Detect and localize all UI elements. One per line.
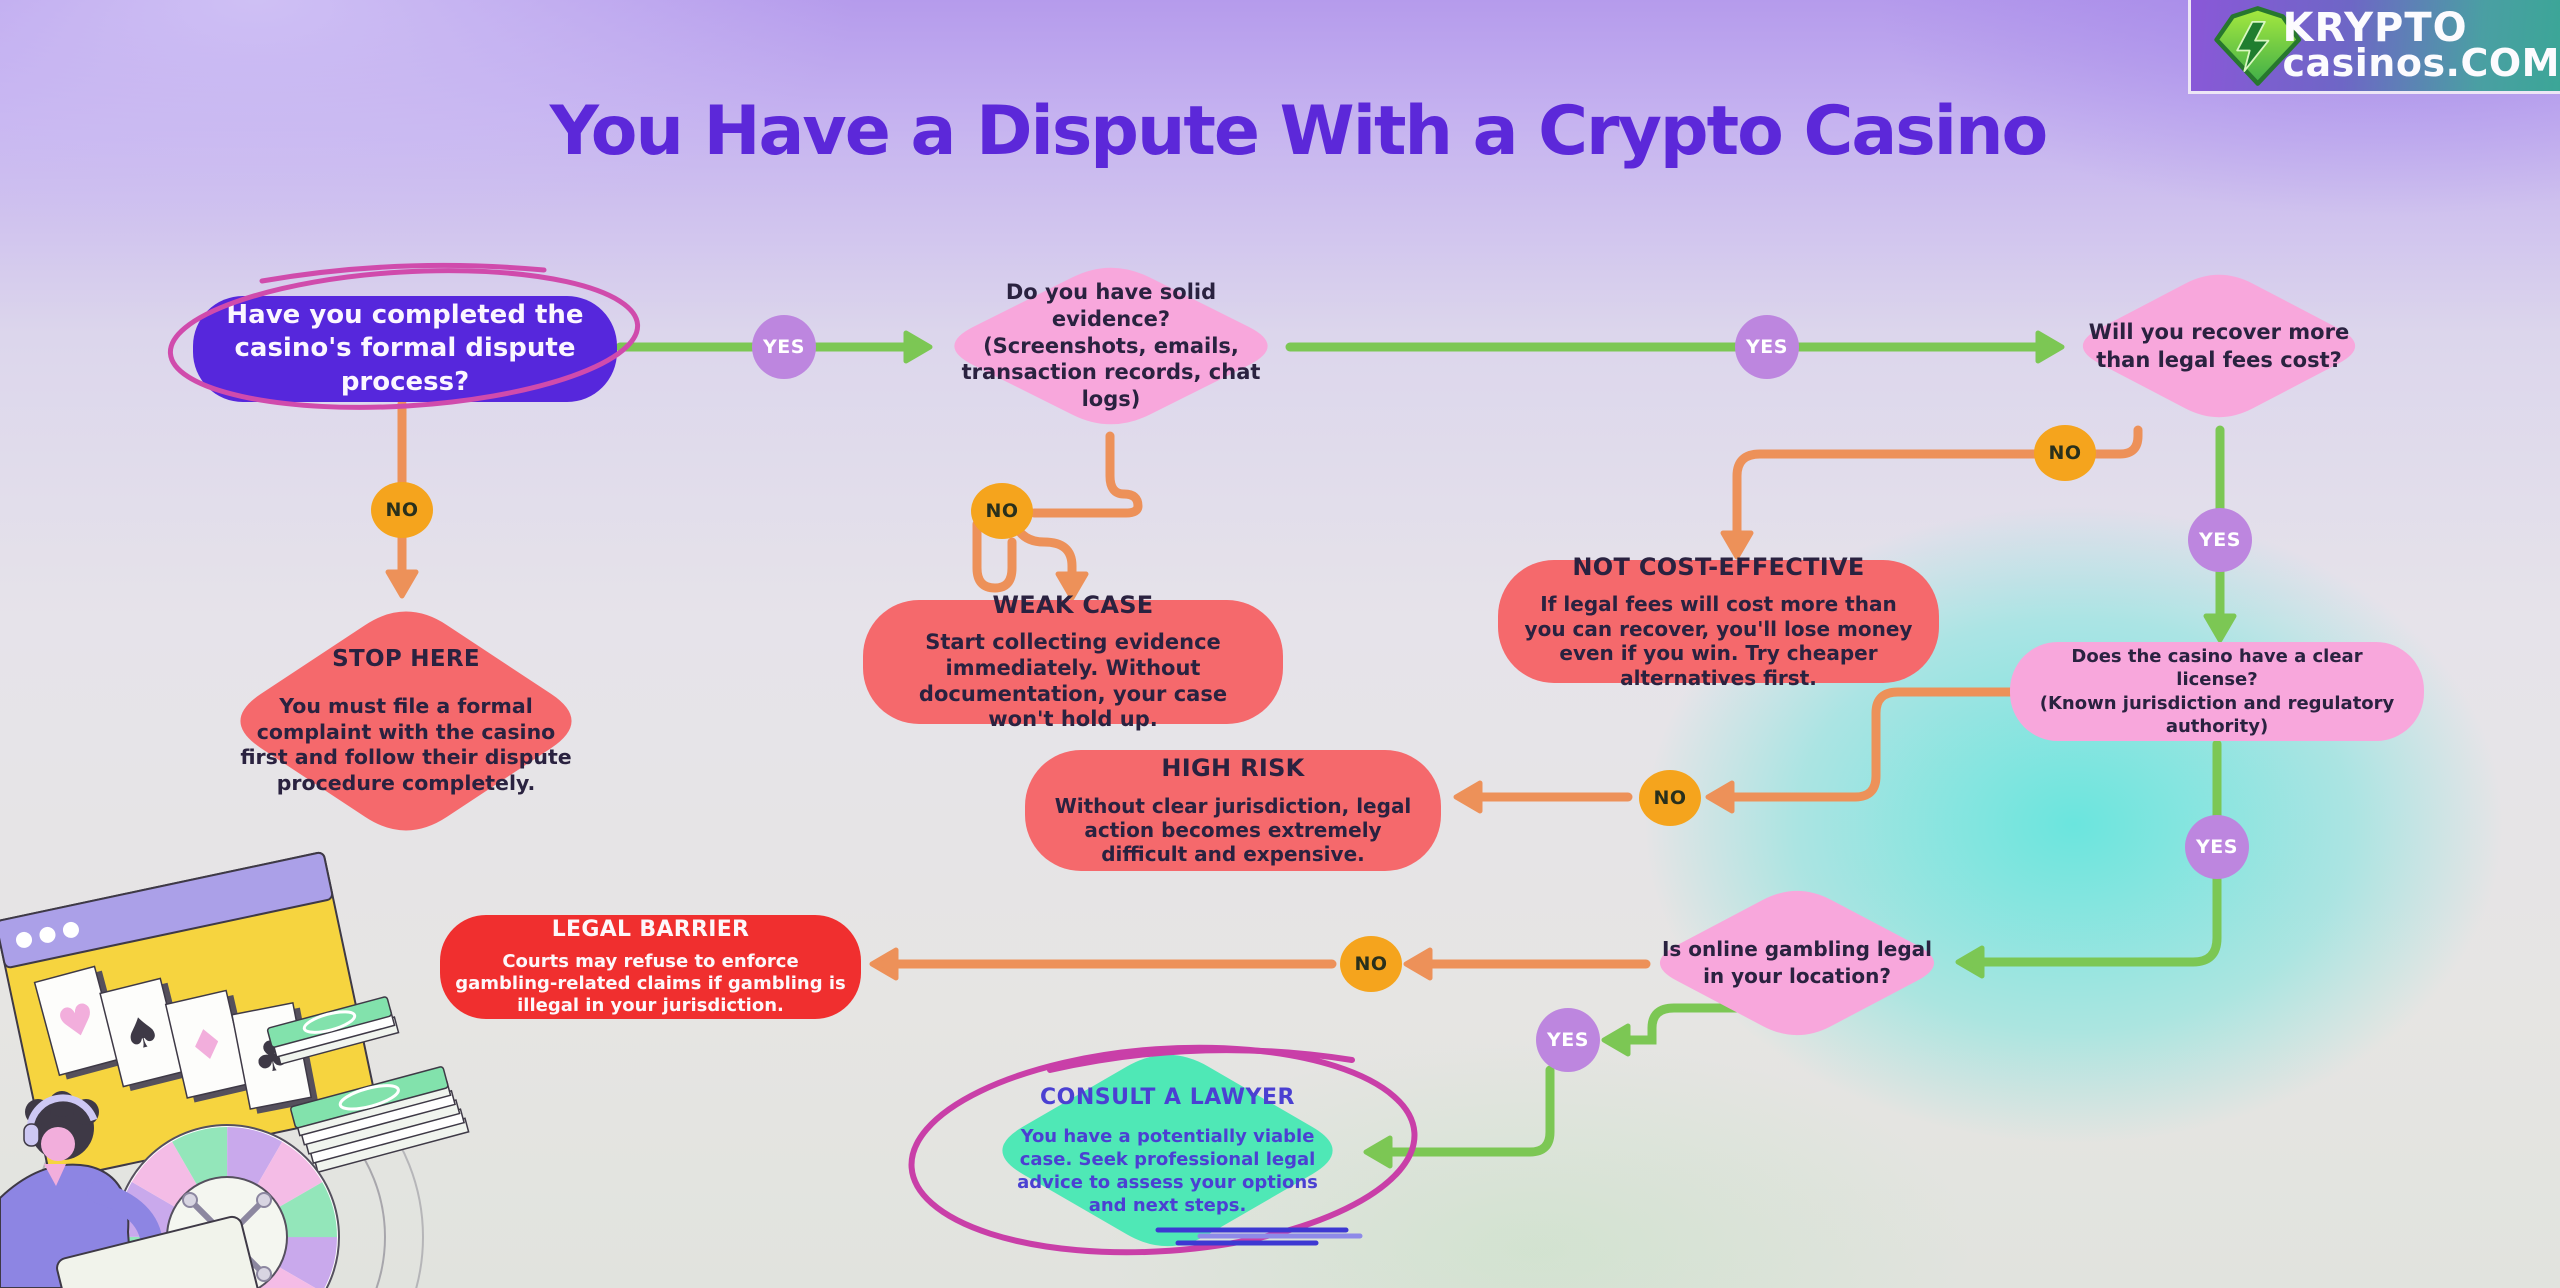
node-recover-text: Will you recover more than legal fees co… xyxy=(2088,319,2350,372)
node-legalbarrier-title: LEGAL BARRIER xyxy=(551,916,750,942)
node-weak-title: WEAK CASE xyxy=(992,591,1154,620)
node-highrisk-title: HIGH RISK xyxy=(1161,754,1305,783)
yes-badge: YES xyxy=(2185,815,2249,879)
node-legal-barrier: LEGAL BARRIER Courts may refuse to enfor… xyxy=(440,915,861,1019)
node-not-cost-effective: NOT COST-EFFECTIVE If legal fees will co… xyxy=(1498,553,1939,690)
node-legalbarrier-body: Courts may refuse to enforce gambling-re… xyxy=(455,951,846,1017)
node-stop-body: You must file a formal complaint with th… xyxy=(240,694,572,795)
yes-badge: YES xyxy=(1536,1008,1600,1072)
node-consult-body: You have a potentially viable case. Seek… xyxy=(1017,1125,1318,1216)
node-start-question: Have you completed the casino's formal d… xyxy=(193,296,617,402)
yes-badge: YES xyxy=(2188,508,2252,572)
page-title: You Have a Dispute With a Crypto Casino xyxy=(549,92,2048,171)
node-evidence-question: Do you have solid evidence? (Screenshots… xyxy=(935,258,1287,434)
node-consult-title: CONSULT A LAWYER xyxy=(1040,1085,1295,1111)
brand-logo: KRYPTO casinos.COM xyxy=(2188,0,2560,94)
gem-k-icon xyxy=(2214,5,2302,86)
no-badge: NO xyxy=(1340,936,1402,992)
node-recover-question: Will you recover more than legal fees co… xyxy=(2066,266,2372,426)
node-gambling-legal-question: Is online gambling legal in your locatio… xyxy=(1643,882,1951,1044)
node-license-question: Does the casino have a clear license? (K… xyxy=(2010,642,2424,741)
node-license-text: Does the casino have a clear license? (K… xyxy=(2039,645,2395,737)
node-notcost-title: NOT COST-EFFECTIVE xyxy=(1572,553,1865,582)
logo-brand-bottom: casinos.COM xyxy=(2282,41,2560,86)
node-consult-lawyer: CONSULT A LAWYER You have a potentially … xyxy=(982,1043,1353,1258)
yes-badge: YES xyxy=(752,315,816,379)
node-notcost-body: If legal fees will cost more than you ca… xyxy=(1524,592,1913,690)
node-start-text: Have you completed the casino's formal d… xyxy=(226,300,584,397)
node-weak-case: WEAK CASE Start collecting evidence imme… xyxy=(863,591,1283,731)
node-evidence-text: Do you have solid evidence? (Screenshots… xyxy=(961,280,1261,411)
yes-badge: YES xyxy=(1735,315,1799,379)
no-badge: NO xyxy=(2034,425,2096,481)
node-high-risk: HIGH RISK Without clear jurisdiction, le… xyxy=(1025,750,1441,871)
node-gambling-text: Is online gambling legal in your locatio… xyxy=(1661,937,1933,988)
money-stacks xyxy=(266,996,470,1174)
no-badge: NO xyxy=(371,482,433,538)
no-badge: NO xyxy=(1639,770,1701,826)
laptop xyxy=(56,1215,262,1288)
no-badge: NO xyxy=(971,483,1033,539)
node-stop-title: STOP HERE xyxy=(332,646,480,673)
logo-brand-top: KRYPTO xyxy=(2282,4,2468,51)
node-stop-here: STOP HERE You must file a formal complai… xyxy=(220,598,592,844)
node-weak-body: Start collecting evidence immediately. W… xyxy=(918,630,1228,732)
node-highrisk-body: Without clear jurisdiction, legal action… xyxy=(1054,793,1412,867)
